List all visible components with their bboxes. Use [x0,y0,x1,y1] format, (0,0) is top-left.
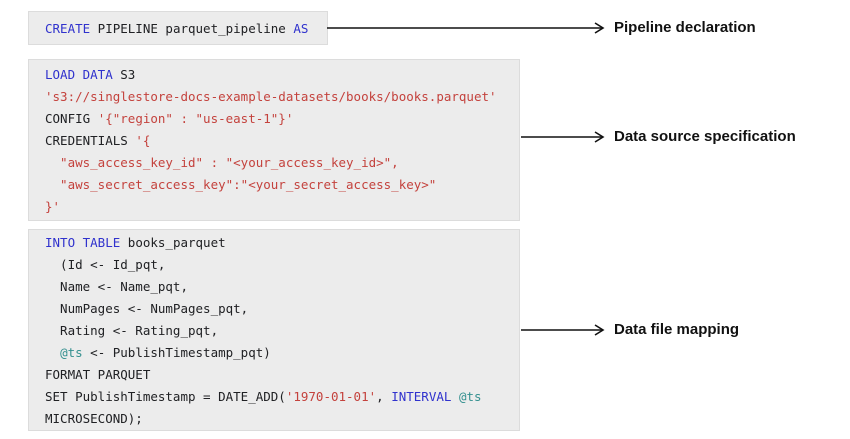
arrow-data-file-mapping [521,324,605,336]
code-line: }' [45,196,503,218]
code-token-var: @ts [458,389,482,404]
code-token-kw: CREATE [45,21,91,36]
code-token-plain: , [376,389,392,404]
code-line: MICROSECOND); [45,408,503,430]
code-line: @ts <- PublishTimestamp_pqt) [45,342,503,364]
code-token-plain: SET PublishTimestamp = DATE_ADD( [45,389,286,404]
code-block-data-source-specification: LOAD DATA S3 's3://singlestore-docs-examp… [28,59,520,221]
code-token-plain [451,389,459,404]
code-token-str: }' [45,199,61,214]
code-token-str: "aws_access_key_id" : "<your_access_key_… [45,155,399,170]
code-token-var: @ts [60,345,83,360]
code-line: "aws_secret_access_key":"<your_secret_ac… [45,174,503,196]
code-token-kw: INTERVAL [391,389,452,404]
code-token-plain: books_parquet [120,235,226,250]
code-block-data-file-mapping: INTO TABLE books_parquet (Id <- Id_pqt, … [28,229,520,431]
code-token-plain: PIPELINE parquet_pipeline [90,21,294,36]
code-token-plain: NumPages <- NumPages_pqt, [45,301,249,316]
code-line: CREATE PIPELINE parquet_pipeline AS [45,18,311,40]
code-token-str: 's3://singlestore-docs-example-datasets/… [45,89,497,104]
code-token-plain: <- PublishTimestamp_pqt) [82,345,271,360]
arrow-pipeline-declaration [327,22,605,34]
annotation-pipeline-declaration: Pipeline declaration [614,19,756,36]
code-token-kw: AS [293,21,309,36]
code-token-plain: Name <- Name_pqt, [45,279,188,294]
code-token-plain [45,345,60,360]
code-line: 's3://singlestore-docs-example-datasets/… [45,86,503,108]
annotation-data-file-mapping: Data file mapping [614,321,740,338]
code-line: Name <- Name_pqt, [45,276,503,298]
code-token-kw: INTO TABLE [45,235,121,250]
code-token-plain: FORMAT PARQUET [45,367,151,382]
code-line: SET PublishTimestamp = DATE_ADD('1970-01… [45,386,503,408]
code-line: "aws_access_key_id" : "<your_access_key_… [45,152,503,174]
code-line: NumPages <- NumPages_pqt, [45,298,503,320]
annotation-data-source-specification: Data source specification [614,128,796,145]
code-token-plain: MICROSECOND); [45,411,143,426]
code-line: INTO TABLE books_parquet [45,232,503,254]
code-block-pipeline-declaration: CREATE PIPELINE parquet_pipeline AS [28,11,328,45]
code-line: Rating <- Rating_pqt, [45,320,503,342]
code-line: (Id <- Id_pqt, [45,254,503,276]
code-token-plain: CREDENTIALS [45,133,136,148]
code-line: CREDENTIALS '{ [45,130,503,152]
code-token-plain: S3 [112,67,136,82]
code-token-str: '{"region" : "us-east-1"}' [97,111,294,126]
arrow-data-source-specification [521,131,605,143]
code-token-str: "aws_secret_access_key":"<your_secret_ac… [45,177,437,192]
code-line: FORMAT PARQUET [45,364,503,386]
code-token-str: '1970-01-01' [285,389,377,404]
code-token-str: '{ [135,133,151,148]
code-token-plain: Rating <- Rating_pqt, [45,323,219,338]
code-line: LOAD DATA S3 [45,64,503,86]
code-line: CONFIG '{"region" : "us-east-1"}' [45,108,503,130]
code-token-plain: CONFIG [45,111,98,126]
code-token-kw: LOAD DATA [45,67,113,82]
code-token-plain: (Id <- Id_pqt, [45,257,166,272]
